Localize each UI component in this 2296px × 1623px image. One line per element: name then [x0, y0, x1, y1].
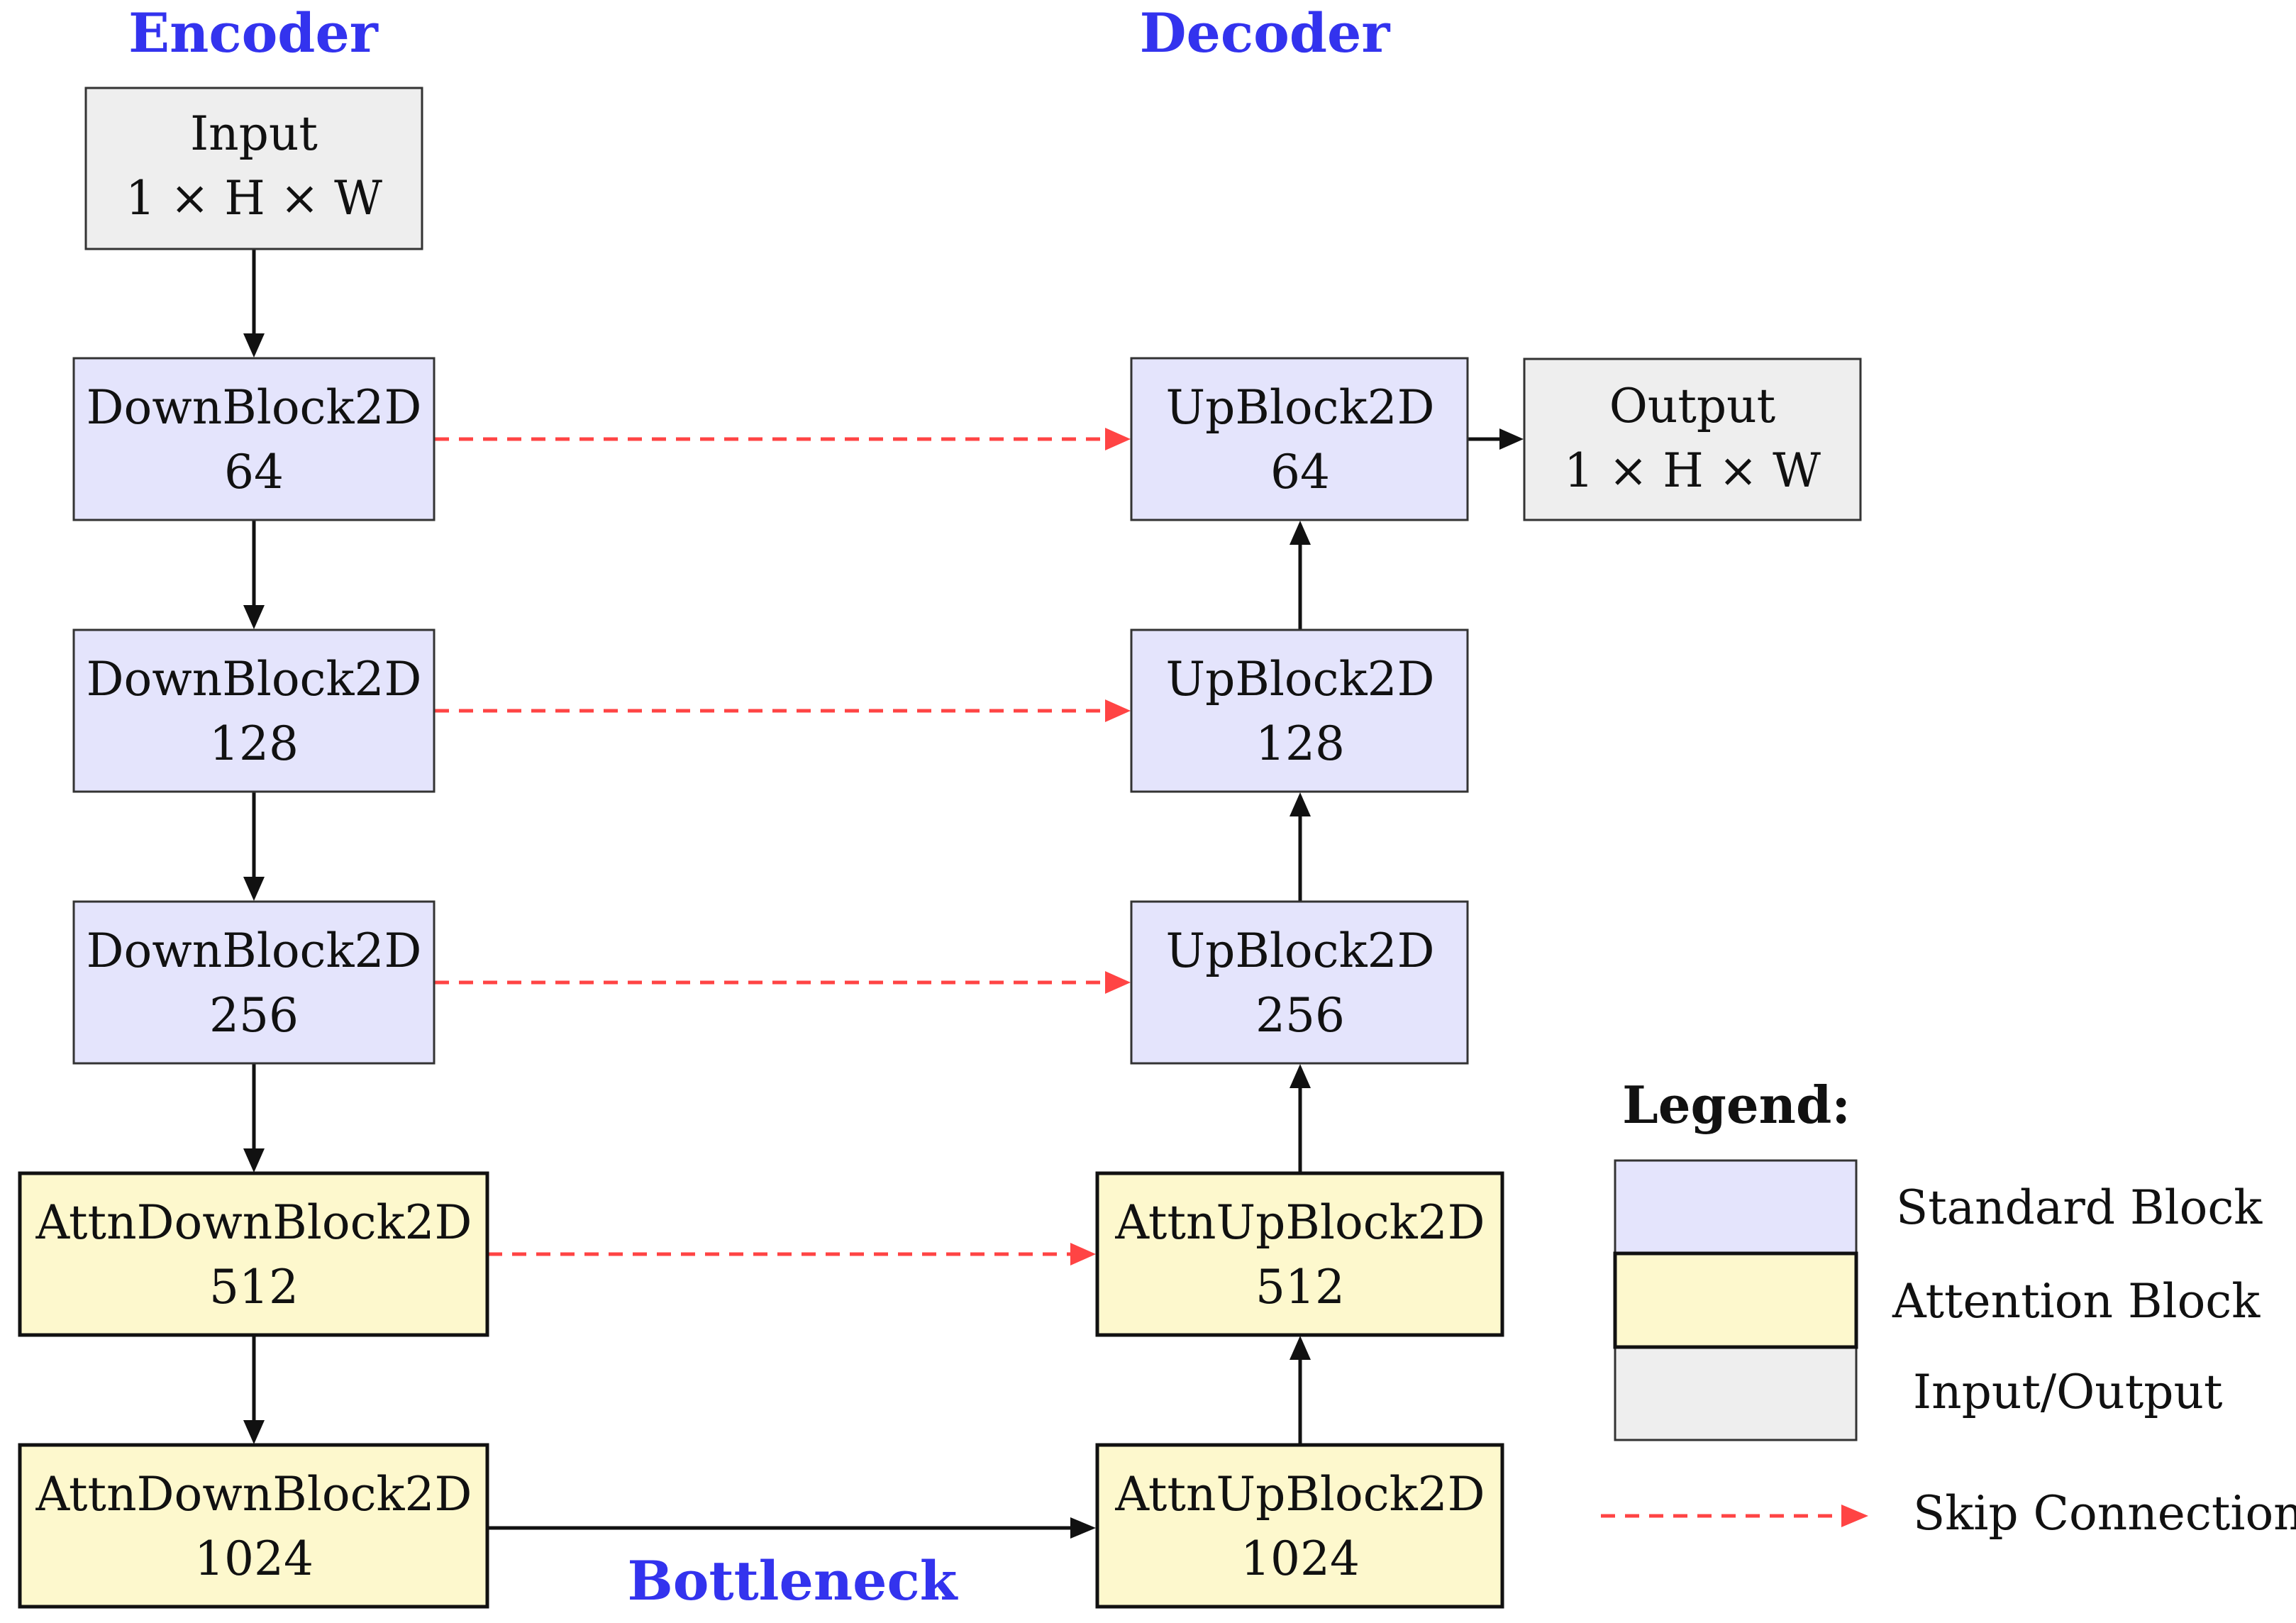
- down-block-128: DownBlock2D 128: [72, 628, 436, 793]
- arrowhead-bottleneck: [1070, 1517, 1096, 1539]
- attn-down-block-512-channels: 512: [209, 1260, 299, 1314]
- attn-up-block-512-box: [1095, 1171, 1504, 1337]
- down-block-128-label: DownBlock2D: [87, 652, 422, 707]
- down-block-128-box: [72, 628, 436, 793]
- legend-attention-swatch: [1613, 1251, 1858, 1349]
- up-block-128: UpBlock2D 128: [1130, 628, 1469, 793]
- attn-down-block-512-label: AttnDownBlock2D: [35, 1195, 472, 1250]
- flow-arrows: [243, 249, 1524, 1539]
- down-block-64: DownBlock2D 64: [72, 357, 436, 521]
- output-label: Output: [1609, 379, 1775, 433]
- encoder-title: Encoder: [128, 1, 379, 65]
- down-block-64-box: [72, 357, 436, 521]
- skip-arrowhead-512: [1070, 1243, 1096, 1265]
- up-block-256-box: [1130, 900, 1469, 1065]
- attn-down-block-512-box: [18, 1171, 489, 1337]
- input-box: [84, 87, 423, 250]
- up-block-256: UpBlock2D 256: [1130, 900, 1469, 1065]
- attn-up-block-512-channels: 512: [1255, 1260, 1345, 1314]
- attn-down-block-512: AttnDownBlock2D 512: [18, 1171, 489, 1337]
- down-block-256-label: DownBlock2D: [87, 924, 422, 978]
- down-block-256-box: [72, 900, 436, 1065]
- attn-up-block-1024-channels: 1024: [1241, 1531, 1360, 1586]
- output-shape: 1 × H × W: [1564, 443, 1821, 498]
- skip-connections: [435, 437, 1107, 1256]
- up-block-64-box: [1130, 357, 1469, 521]
- output-box: [1523, 358, 1862, 521]
- up-block-256-channels: 256: [1255, 988, 1345, 1043]
- arrowhead-attnup512-to-up256: [1290, 1064, 1311, 1088]
- up-block-64: UpBlock2D 64: [1130, 357, 1469, 521]
- legend-standard-label: Standard Block: [1896, 1180, 2263, 1235]
- up-block-128-box: [1130, 628, 1469, 793]
- legend-skip-arrowhead: [1841, 1505, 1868, 1527]
- skip-arrowheads: [1070, 428, 1131, 1265]
- attn-down-block-1024-channels: 1024: [194, 1531, 314, 1586]
- attn-up-block-512: AttnUpBlock2D 512: [1095, 1171, 1504, 1337]
- arrowhead-up128-to-up64: [1290, 521, 1311, 545]
- skip-arrowhead-64: [1105, 428, 1131, 450]
- arrowhead-down256-to-attndown512: [243, 1148, 265, 1173]
- input-label: Input: [190, 106, 318, 161]
- up-block-128-channels: 128: [1255, 716, 1345, 771]
- attn-up-block-512-label: AttnUpBlock2D: [1114, 1195, 1485, 1250]
- up-block-128-label: UpBlock2D: [1165, 652, 1434, 707]
- attn-down-block-1024-label: AttnDownBlock2D: [35, 1467, 472, 1522]
- up-block-256-label: UpBlock2D: [1165, 924, 1434, 978]
- attn-up-block-1024-label: AttnUpBlock2D: [1114, 1467, 1485, 1522]
- down-block-128-channels: 128: [209, 716, 299, 771]
- legend-standard-swatch: [1614, 1159, 1858, 1256]
- attn-up-block-1024: AttnUpBlock2D 1024: [1095, 1443, 1504, 1609]
- arrowhead-down128-to-down256: [243, 877, 265, 901]
- bottleneck-title: Bottleneck: [628, 1549, 958, 1612]
- down-block-256-channels: 256: [209, 988, 299, 1043]
- up-block-64-label: UpBlock2D: [1165, 380, 1434, 435]
- legend-io-swatch: [1614, 1345, 1858, 1441]
- attn-up-block-1024-box: [1095, 1443, 1504, 1609]
- legend-title: Legend:: [1622, 1075, 1851, 1135]
- legend: Legend: Standard Block Attention Block I…: [1601, 1075, 2296, 1541]
- up-block-64-channels: 64: [1270, 445, 1330, 499]
- attn-down-block-1024-box: [18, 1443, 489, 1609]
- down-block-64-channels: 64: [224, 445, 284, 499]
- arrowhead-up256-to-up128: [1290, 792, 1311, 816]
- down-block-64-label: DownBlock2D: [87, 380, 422, 435]
- skip-arrowhead-128: [1105, 699, 1131, 722]
- arrowhead-input-to-down64: [243, 333, 265, 358]
- input-block: Input 1 × H × W: [84, 87, 423, 250]
- decoder-title: Decoder: [1140, 1, 1391, 65]
- legend-io-label: Input/Output: [1913, 1365, 2223, 1419]
- arrowhead-attnup1024-to-attnup512: [1290, 1336, 1311, 1360]
- legend-skip-label: Skip Connection: [1913, 1486, 2296, 1541]
- arrowhead-attndown512-to-attndown1024: [243, 1420, 265, 1444]
- attn-down-block-1024: AttnDownBlock2D 1024: [18, 1443, 489, 1609]
- arrowhead-up64-to-output: [1499, 428, 1524, 450]
- input-shape: 1 × H × W: [126, 171, 382, 226]
- arrowhead-down64-to-down128: [243, 605, 265, 629]
- down-block-256: DownBlock2D 256: [72, 900, 436, 1065]
- skip-arrowhead-256: [1105, 971, 1131, 994]
- output-block: Output 1 × H × W: [1523, 358, 1862, 521]
- legend-attention-label: Attention Block: [1892, 1274, 2261, 1329]
